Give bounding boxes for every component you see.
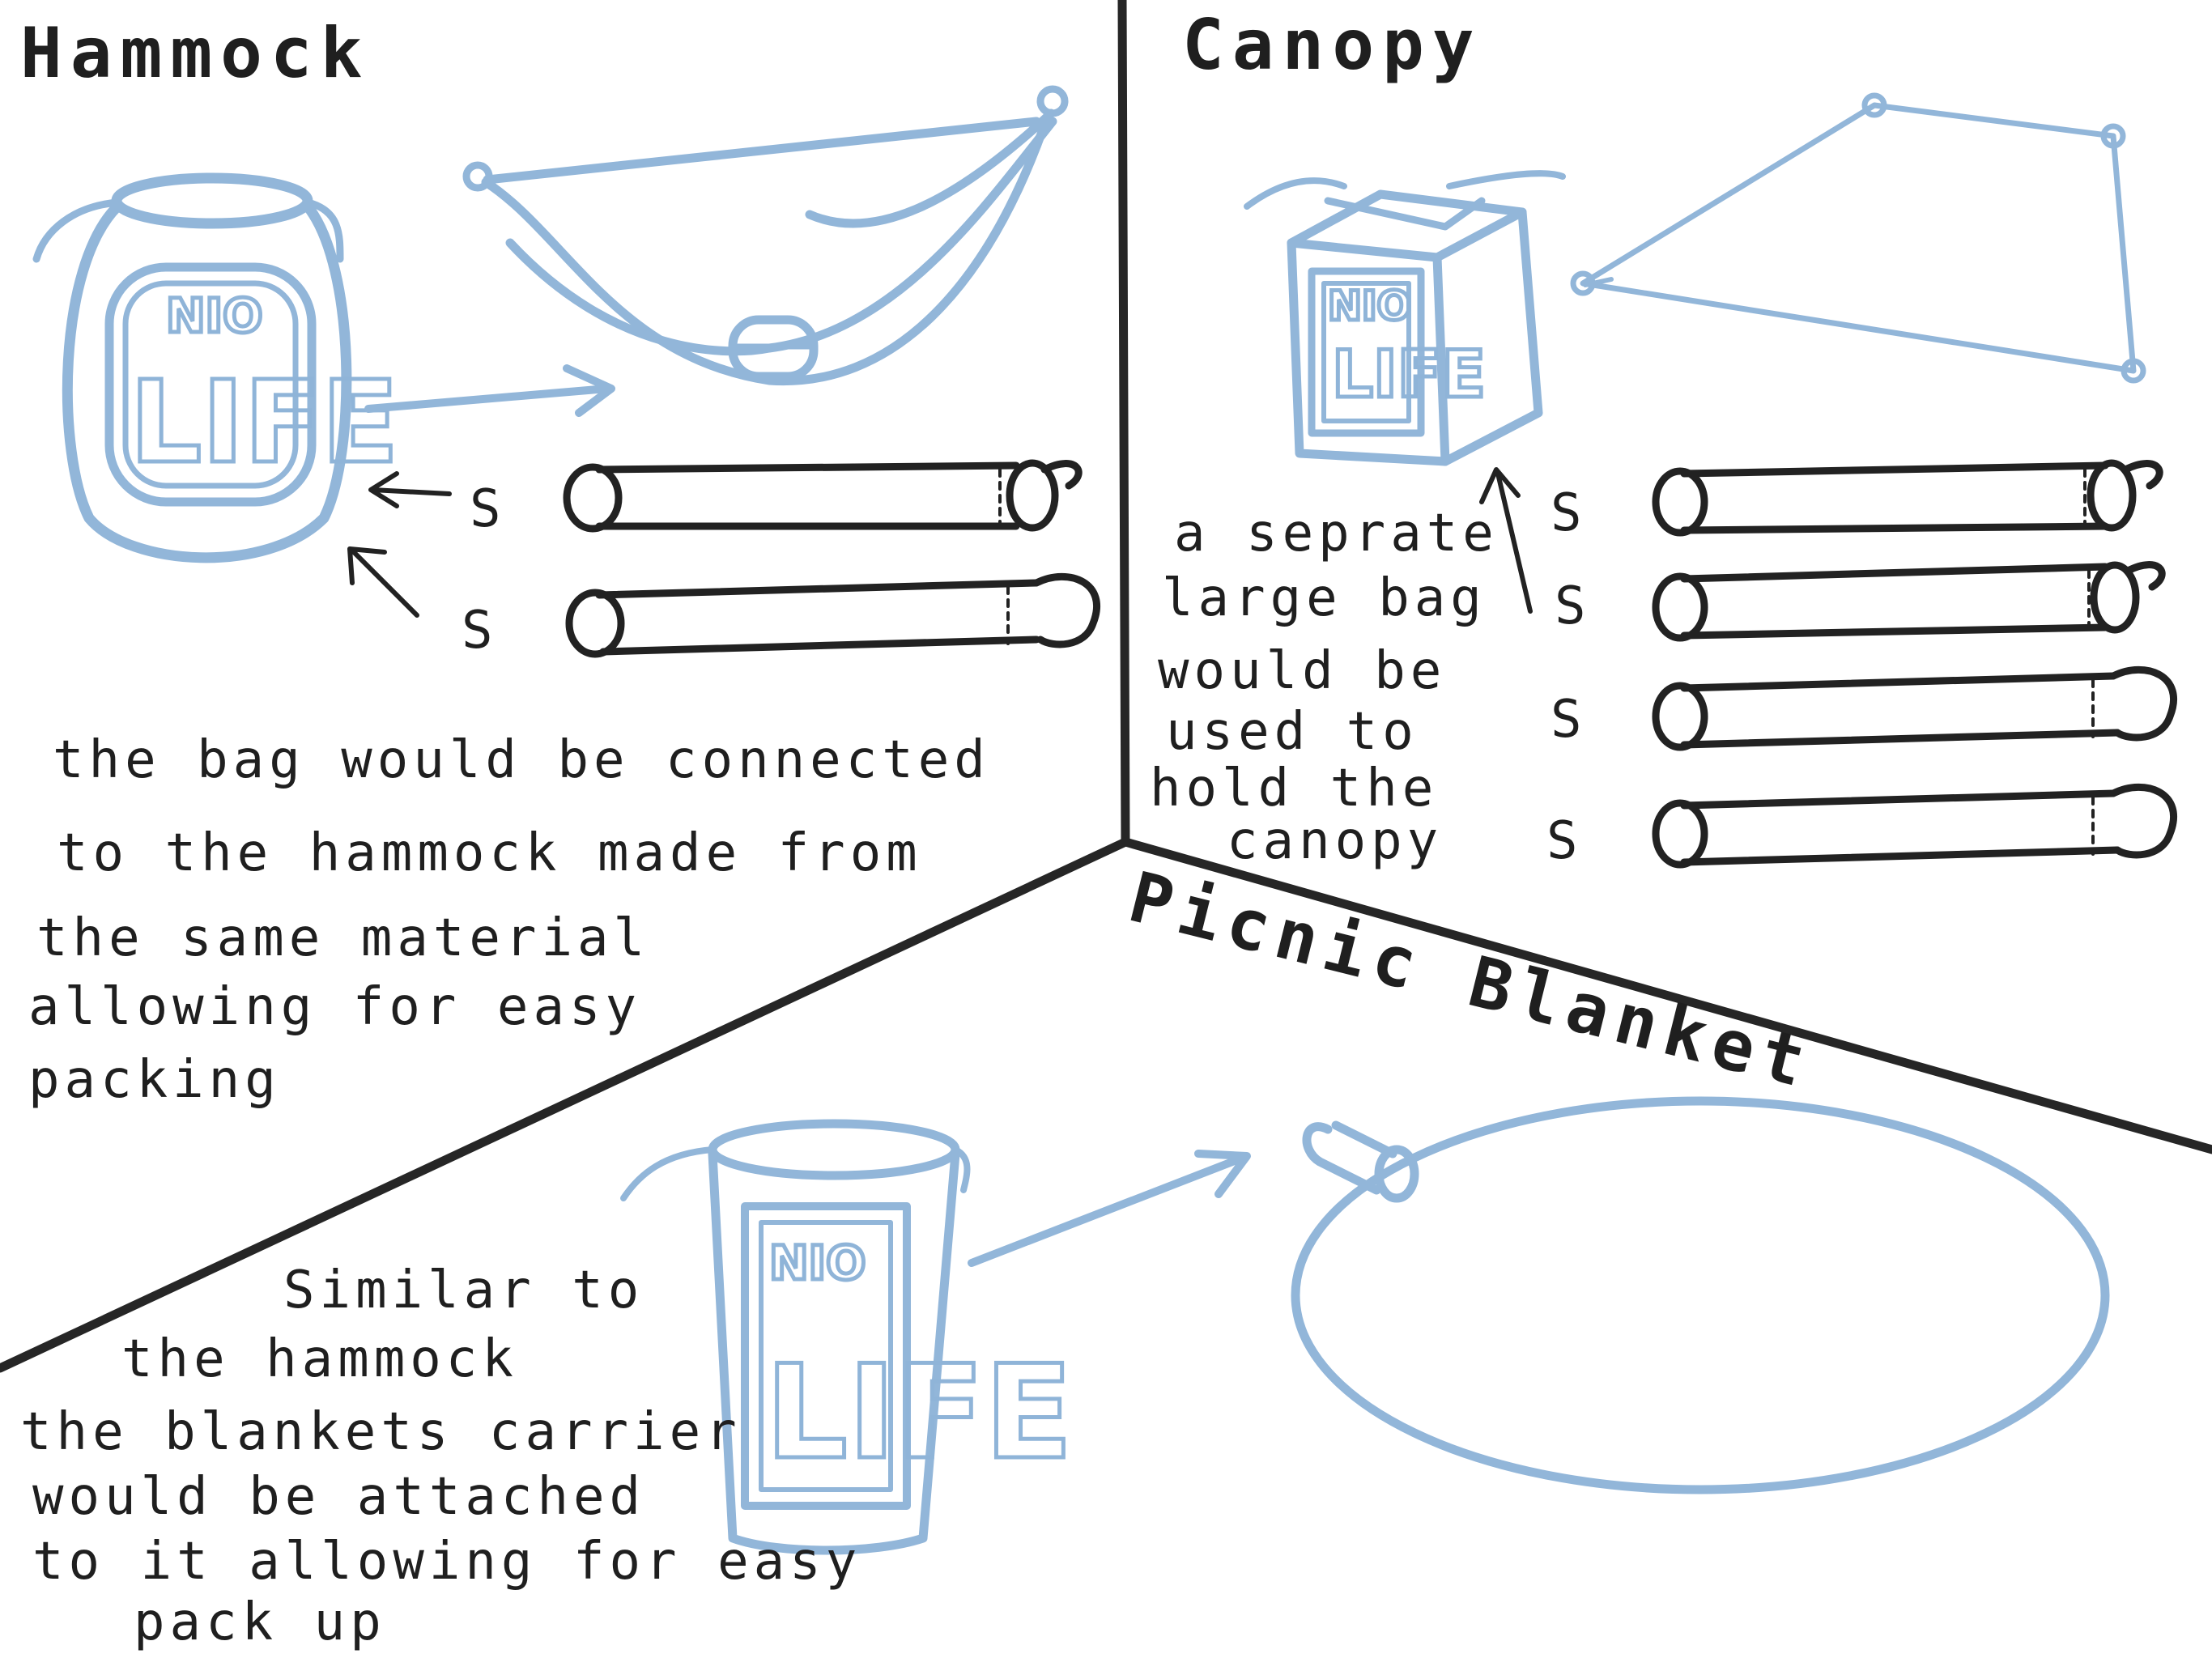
hammock-hook-arrow-2 [347, 546, 419, 618]
hammock-strap-2 [565, 572, 1101, 658]
divider-vertical [1117, 0, 1130, 847]
canopy-note-line-5: hold the [1150, 759, 1438, 818]
canopy-arrow [1479, 467, 1533, 614]
hammock-note-line-5: packing [28, 1050, 281, 1110]
canopy-bag: NIO LIFE [1244, 170, 1566, 466]
hammock-hook-1: S [470, 479, 506, 539]
hammock-bag-logo-bottom: LIFE [130, 357, 399, 489]
picnic-note-line-3: the blankets carrier [20, 1402, 742, 1462]
hammock-drawing [462, 85, 1069, 386]
hammock-strap-1 [563, 459, 1083, 533]
canopy-bag-logo-bottom: LIFE [1332, 337, 1486, 412]
canopy-hook-2: S [1555, 576, 1591, 636]
picnic-blanket-title: Picnic Blanket [1121, 857, 1820, 1104]
picnic-bag: NIO LIFE [620, 1119, 1075, 1555]
section-dividers [0, 0, 2212, 1373]
hammock-section: Hammock NIO LIFE [20, 13, 1101, 1110]
picnic-blanket-drawing [1291, 1096, 2110, 1494]
canopy-straps: S S S S [1546, 459, 2178, 871]
hammock-hook-2: S [462, 601, 498, 661]
picnic-note-line-2: the hammock [121, 1329, 518, 1389]
hammock-note: the bag would be connected to the hammoc… [28, 730, 990, 1110]
picnic-note-line-1: Similar to [283, 1261, 644, 1320]
picnic-bag-logo-top: NIO [769, 1235, 866, 1290]
hammock-bag: NIO LIFE [32, 172, 401, 563]
canopy-section: Canopy NIO LIFE S [1150, 5, 2178, 871]
hammock-note-line-1: the bag would be connected [53, 730, 990, 790]
hammock-straps: S S [462, 459, 1101, 661]
picnic-arrow [968, 1150, 1251, 1267]
picnic-bag-logo-bottom: LIFE [765, 1337, 1073, 1488]
picnic-blanket-section: Picnic Blanket NIO LIFE Similar to the h… [20, 857, 2110, 1652]
canopy-bag-logo-top: NIO [1328, 283, 1411, 329]
canopy-hook-3: S [1551, 690, 1587, 750]
hammock-note-line-3: the same material [36, 908, 649, 968]
canopy-strap-2 [1652, 561, 2166, 642]
hammock-hook-arrow-1 [368, 471, 452, 508]
canopy-hook-1: S [1551, 483, 1587, 543]
canopy-note-line-4: used to [1166, 702, 1419, 762]
hammock-title: Hammock [20, 13, 370, 94]
canopy-drawing [1570, 92, 2146, 384]
canopy-title: Canopy [1182, 5, 1482, 86]
hammock-note-line-4: allowing for easy [28, 977, 641, 1037]
picnic-note: Similar to the hammock the blankets carr… [20, 1261, 861, 1652]
hammock-arrow [364, 364, 615, 417]
canopy-strap-4 [1652, 783, 2178, 869]
canopy-note-line-6: canopy [1227, 811, 1443, 871]
canopy-hook-4: S [1546, 811, 1583, 871]
canopy-strap-3 [1652, 665, 2178, 751]
canopy-note-line-1: a seprate [1174, 504, 1499, 563]
divider-left [0, 837, 1130, 1373]
picnic-note-line-6: pack up [134, 1592, 386, 1652]
picnic-note-line-4: would be attached [32, 1467, 645, 1527]
canopy-note: a seprate large bag would be used to hol… [1150, 504, 1499, 871]
canopy-note-line-3: would be [1158, 641, 1446, 701]
canopy-note-line-2: large bag [1162, 568, 1487, 628]
hammock-bag-logo-top: NIO [166, 288, 262, 343]
hammock-note-line-2: to the hammock made from [57, 823, 922, 883]
picnic-note-line-5: to it allowing for easy [32, 1532, 861, 1592]
canopy-strap-1 [1652, 459, 2163, 537]
divider-right [1121, 837, 2212, 1154]
